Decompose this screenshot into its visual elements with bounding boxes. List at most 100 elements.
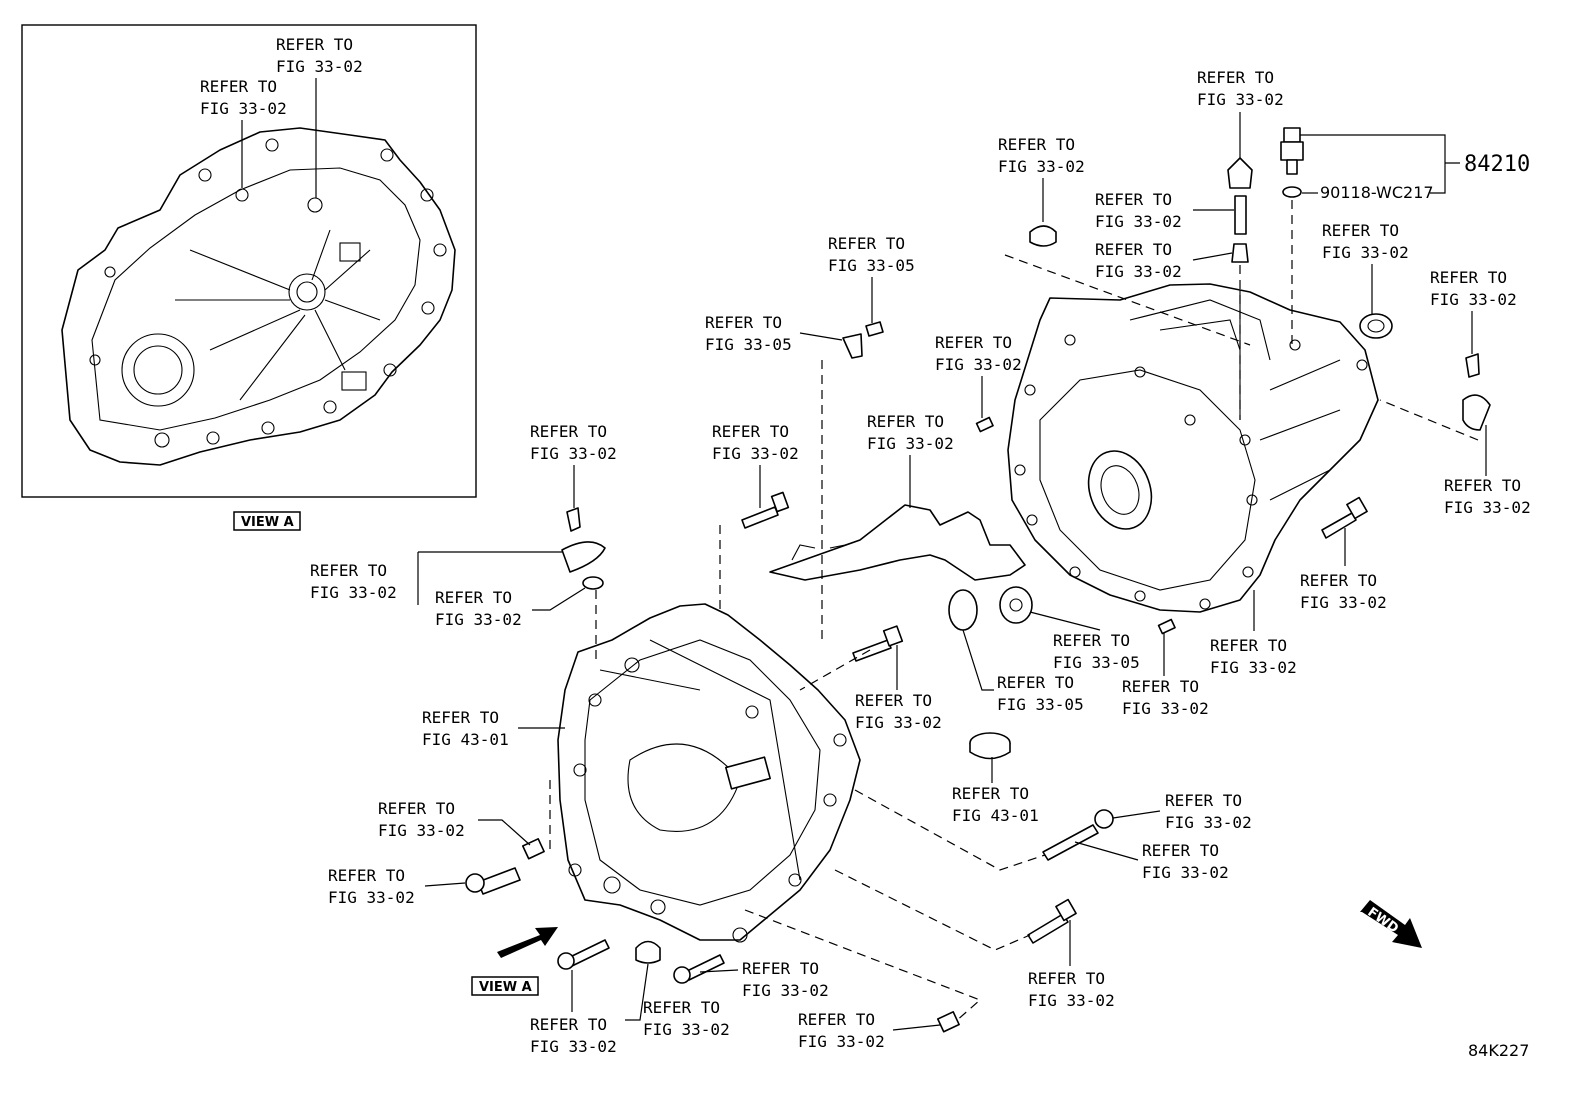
refer-label: REFER TO	[1028, 969, 1105, 988]
refer-label: REFER TO	[328, 866, 405, 885]
fig-label: FIG 33-02	[435, 610, 522, 629]
fig-label: FIG 33-02	[643, 1020, 730, 1039]
callout-housing-gasket: REFER TO FIG 43-01	[422, 708, 565, 749]
fig-label: FIG 43-01	[952, 806, 1039, 825]
refer-label: REFER TO	[1095, 190, 1172, 209]
callout-oil-seal-top: REFER TO FIG 33-02	[998, 135, 1085, 222]
callout-magnet: REFER TO FIG 33-05	[962, 629, 1084, 714]
refer-label: REFER TO	[1122, 677, 1199, 696]
callout-bolt-right: REFER TO FIG 33-02	[1300, 528, 1387, 612]
callout-bracket-right: REFER TO FIG 33-02	[1444, 425, 1531, 517]
fig-label: FIG 33-02	[998, 157, 1085, 176]
callout-pin-left: REFER TO FIG 33-02	[378, 799, 531, 846]
callout-bolt-case-c: REFER TO FIG 33-02	[1028, 920, 1115, 1010]
part-number-90118: 90118-WC217	[1320, 183, 1434, 202]
refer-label: REFER TO	[1322, 221, 1399, 240]
alignment-lines	[549, 200, 1479, 1023]
callout-bolt-bottom-left: REFER TO FIG 33-02	[530, 970, 617, 1056]
refer-label: REFER TO	[867, 412, 944, 431]
view-a-badge-bottom: VIEW A	[471, 976, 539, 996]
refer-label: REFER TO	[828, 234, 905, 253]
refer-label: REFER TO	[798, 1010, 875, 1029]
fig-label: FIG 33-02	[798, 1032, 885, 1051]
callout-inset-left: REFER TO FIG 33-02	[200, 77, 287, 188]
fig-label: FIG 33-02	[1165, 813, 1252, 832]
fig-label: FIG 33-02	[1095, 262, 1182, 281]
callout-bolt-upper-mid: REFER TO FIG 33-02	[712, 422, 799, 508]
callout-bracket-bolt: REFER TO FIG 33-05	[828, 234, 915, 323]
fig-label: FIG 33-02	[310, 583, 397, 602]
callout-pin-bottom: REFER TO FIG 33-02	[798, 1010, 941, 1051]
refer-label: REFER TO	[530, 1015, 607, 1034]
refer-label: REFER TO	[276, 35, 353, 54]
refer-label: REFER TO	[998, 135, 1075, 154]
callout-drain-bracket: REFER TO FIG 33-02	[310, 551, 562, 605]
refer-label: REFER TO	[997, 673, 1074, 692]
view-a-arrow-icon	[497, 927, 558, 958]
fig-label: FIG 33-05	[705, 335, 792, 354]
refer-label: REFER TO	[643, 998, 720, 1017]
inset-housing-drawing	[61, 127, 456, 466]
fig-label: FIG 33-02	[378, 821, 465, 840]
fig-label: FIG 33-02	[712, 444, 799, 463]
refer-label: REFER TO	[1053, 631, 1130, 650]
callout-breather-union: REFER TO FIG 33-02	[1095, 240, 1233, 281]
callout-breather-cap: REFER TO FIG 33-02	[1197, 68, 1284, 158]
callout-bolt-case-b: REFER TO FIG 33-02	[1074, 841, 1229, 882]
fig-label: FIG 33-02	[200, 99, 287, 118]
fig-label: FIG 33-02	[935, 355, 1022, 374]
refer-label: REFER TO	[712, 422, 789, 441]
transmission-case	[1007, 283, 1379, 613]
fig-label: FIG 33-02	[1210, 658, 1297, 677]
fig-label: FIG 33-02	[1028, 991, 1115, 1010]
refer-label: REFER TO	[1165, 791, 1242, 810]
refer-label: REFER TO	[855, 691, 932, 710]
view-a-label: VIEW A	[479, 980, 532, 995]
view-a-inset: REFER TO FIG 33-02 REFER TO FIG 33-02	[21, 24, 477, 498]
callout-inset-top: REFER TO FIG 33-02	[276, 35, 363, 198]
refer-label: REFER TO	[1210, 636, 1287, 655]
fig-label: FIG 33-02	[855, 713, 942, 732]
callout-magnet-cover: REFER TO FIG 33-05	[1029, 611, 1140, 672]
fig-label: FIG 33-05	[997, 695, 1084, 714]
refer-label: REFER TO	[1197, 68, 1274, 87]
fig-label: FIG 33-02	[1322, 243, 1409, 262]
refer-label: REFER TO	[1430, 268, 1507, 287]
refer-label: REFER TO	[310, 561, 387, 580]
callout-84210: 84210 90118-WC217	[1300, 134, 1530, 202]
refer-label: REFER TO	[435, 588, 512, 607]
refer-label: REFER TO	[935, 333, 1012, 352]
fig-label: FIG 33-05	[828, 256, 915, 275]
fig-label: FIG 33-02	[742, 981, 829, 1000]
refer-label: REFER TO	[1142, 841, 1219, 860]
fig-label: FIG 43-01	[422, 730, 509, 749]
callout-case-right: REFER TO FIG 33-02	[1210, 590, 1297, 677]
fig-label: FIG 33-02	[1122, 699, 1209, 718]
refer-label: REFER TO	[952, 784, 1029, 803]
callout-bolt-bottom-mid: REFER TO FIG 33-02	[699, 959, 829, 1000]
callout-plate: REFER TO FIG 33-02	[867, 412, 954, 508]
callout-seal-center: REFER TO FIG 43-01	[952, 757, 1039, 825]
figure-code: 84K227	[1468, 1041, 1529, 1060]
refer-label: REFER TO	[378, 799, 455, 818]
fig-label: FIG 33-02	[1197, 90, 1284, 109]
clutch-housing	[557, 603, 861, 943]
fig-label: FIG 33-02	[1300, 593, 1387, 612]
refer-label: REFER TO	[705, 313, 782, 332]
inset-frame	[21, 24, 477, 498]
fig-label: FIG 33-02	[276, 57, 363, 76]
callout-breather-tube: REFER TO FIG 33-02	[1095, 190, 1234, 231]
refer-label: REFER TO	[200, 77, 277, 96]
callout-bolt-far-right: REFER TO FIG 33-02	[1430, 268, 1517, 354]
fig-label: FIG 33-02	[1430, 290, 1517, 309]
refer-label: REFER TO	[1300, 571, 1377, 590]
refer-label: REFER TO	[742, 959, 819, 978]
shift-plate	[769, 504, 1026, 581]
callout-bolt-center: REFER TO FIG 33-02	[855, 645, 942, 732]
fig-label: FIG 33-02	[1444, 498, 1531, 517]
fig-label: FIG 33-02	[530, 1037, 617, 1056]
callout-bolt-case-a: REFER TO FIG 33-02	[1112, 791, 1252, 832]
part-number-84210: 84210	[1464, 152, 1530, 177]
fig-label: FIG 33-02	[1142, 863, 1229, 882]
